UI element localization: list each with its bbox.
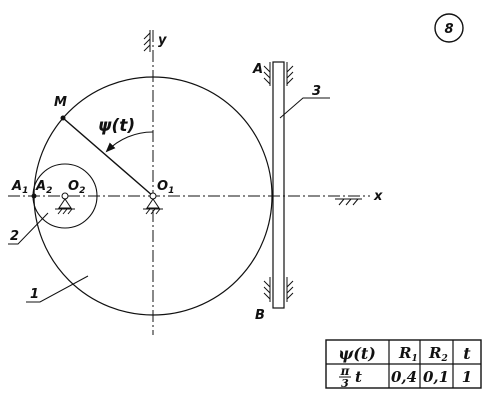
point-o2-label: O2: [68, 179, 85, 196]
radius-o1-m: [62, 117, 154, 197]
psi-value-denominator: 3: [341, 377, 349, 390]
table-cell-psi-value: π 3 t: [339, 364, 362, 390]
point-a2-label: A2: [35, 179, 52, 196]
table-header-r1: R1: [398, 344, 418, 364]
point-a1: [31, 193, 37, 199]
angle-label: ψ(t): [98, 116, 135, 136]
x-axis-label: x: [373, 189, 383, 204]
table-header-t: t: [463, 344, 471, 363]
table-header-r1-subscript: 1: [411, 354, 417, 364]
point-a2-subscript: 2: [46, 186, 52, 196]
y-axis-hatch: [143, 30, 151, 52]
leader-body-2: [8, 212, 49, 245]
body-1-number: 1: [30, 287, 39, 302]
parameter-table: [325, 339, 482, 389]
x-axis-hatch: [335, 198, 362, 206]
point-a1-subscript: 1: [22, 186, 28, 196]
body-2-number: 2: [10, 229, 19, 244]
point-a1-letter: A: [11, 179, 22, 194]
psi-value-variable: t: [355, 368, 362, 386]
table-header-r1-letter: R: [398, 344, 411, 362]
figure-number: 8: [444, 22, 453, 37]
point-m-label: M: [54, 95, 67, 110]
point-a1-label: A1: [11, 179, 28, 196]
point-a-label: A: [252, 62, 263, 77]
body-3-number: 3: [312, 84, 321, 99]
leader-body-3: [279, 97, 330, 119]
point-b-label: B: [255, 308, 265, 323]
leader-body-1: [26, 275, 89, 303]
point-o1-subscript: 1: [168, 186, 174, 196]
table-cell-r1-value: 0,4: [391, 368, 417, 386]
psi-value-numerator: π: [340, 364, 350, 378]
angle-arc-psi: [105, 131, 154, 153]
pivot-o1: [143, 192, 163, 215]
table-cell-r2-value: 0,1: [423, 368, 449, 386]
pivot-o2: [55, 192, 75, 215]
point-m: [60, 115, 66, 121]
rack-bottom-guides: [263, 277, 294, 302]
table-header-r2-letter: R: [428, 344, 441, 362]
table-header-r2-subscript: 2: [440, 354, 447, 364]
point-o2-letter: O: [68, 179, 79, 194]
table-header-r2: R2: [428, 344, 448, 364]
table-header-psi: ψ(t): [338, 344, 376, 363]
figure-number-badge: 8: [434, 13, 464, 43]
point-a2-letter: A: [35, 179, 46, 194]
rack-top-guides: [263, 62, 294, 86]
point-o1-letter: O: [157, 179, 168, 194]
rack-3: [272, 61, 285, 309]
point-o2-subscript: 2: [79, 186, 85, 196]
table-cell-t-value: 1: [462, 368, 472, 386]
y-axis-label: y: [158, 33, 167, 48]
point-o1-label: O1: [157, 179, 174, 196]
